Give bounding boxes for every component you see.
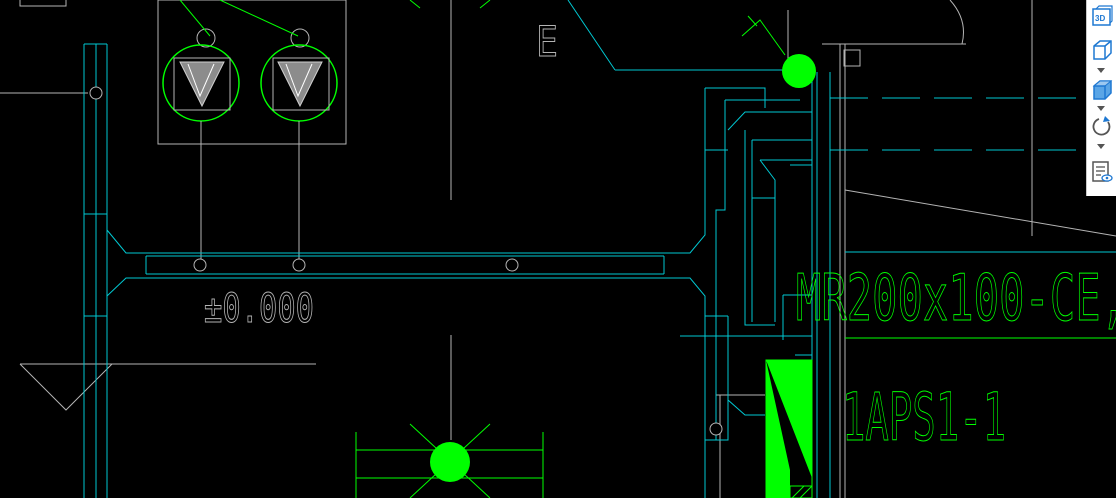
properties-view-icon [1092, 161, 1113, 182]
fan-unit-left [162, 28, 240, 122]
3d-view-button[interactable]: 3D [1090, 4, 1114, 28]
panel-id-label: 1APS1-1 [842, 379, 1006, 456]
grid-letter-label: E [536, 17, 558, 66]
properties-view-button[interactable] [1090, 160, 1114, 184]
chevron-down-icon [1097, 144, 1105, 149]
view-toolbar: 3D [1086, 0, 1116, 196]
green-node-marker[interactable] [782, 54, 816, 88]
duct-spec-label: MR200x100-CE, [796, 262, 1116, 336]
distribution-panel[interactable] [765, 359, 813, 498]
shaded-view-dropdown[interactable] [1095, 104, 1107, 112]
elevation-label: ±0.000 [204, 286, 314, 332]
wireframe-view-button[interactable] [1090, 38, 1114, 62]
fan-unit-right [260, 28, 338, 122]
3d-view-icon: 3D [1092, 5, 1113, 26]
shaded-view-button[interactable] [1090, 78, 1114, 102]
shaded-cube-icon [1092, 80, 1113, 100]
green-fixture-marker[interactable] [430, 442, 470, 482]
duct-node-markers [89, 86, 723, 436]
chevron-down-icon [1097, 106, 1105, 111]
3d-label: 3D [1095, 14, 1105, 23]
orbit-icon [1092, 116, 1111, 136]
orbit-button[interactable] [1090, 114, 1114, 138]
wireframe-cube-icon [1093, 40, 1112, 60]
chevron-down-icon [1097, 68, 1105, 73]
duct-network [83, 0, 1116, 498]
orbit-dropdown[interactable] [1095, 142, 1107, 150]
fan-units [157, 0, 347, 265]
wireframe-view-dropdown[interactable] [1095, 66, 1107, 74]
